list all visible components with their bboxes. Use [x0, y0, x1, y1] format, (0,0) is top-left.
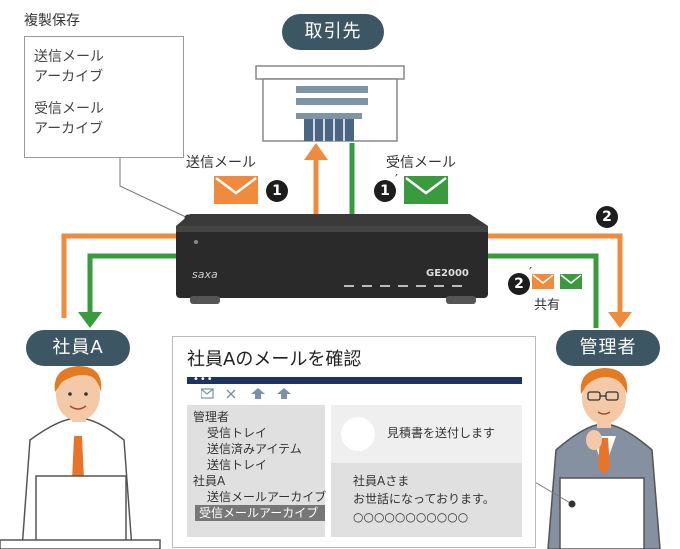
manager-illustration — [527, 368, 661, 549]
folder-pane: 管理者 受信トレイ 送信済みアイテム 送信トレイ 社員A 送信メールアーカイブ … — [187, 405, 327, 537]
archive-recv-label-2: アーカイブ — [34, 121, 104, 137]
message-subject: 見積書を送付します — [387, 426, 496, 440]
folder-employee-a[interactable]: 社員A — [193, 474, 226, 488]
step-1-prime-mark: ′ — [395, 173, 398, 188]
message-body-line-1: 社員Aさま — [353, 474, 410, 488]
step-1-prime-badge: 1 — [374, 180, 396, 202]
device-brand-label: saxa — [192, 268, 218, 281]
message-pane: 見積書を送付します 社員Aさま お世話になっております。 ○○○○○○○○○○○ — [331, 405, 522, 537]
window-dots: ••• — [193, 374, 214, 385]
message-body-line-2: お世話になっております。 — [353, 492, 495, 506]
archive-box — [24, 36, 184, 158]
orange-arrow-head-up — [304, 143, 328, 160]
folder-outbox[interactable]: 送信トレイ — [207, 458, 268, 472]
green-line-left — [87, 253, 180, 312]
step-1-badge: 1 — [266, 180, 288, 202]
sender-avatar — [341, 417, 375, 451]
archive-sent-label-1: 送信メール — [34, 49, 104, 65]
forward-icon[interactable] — [277, 388, 291, 399]
green-arrow-head-left — [78, 312, 102, 328]
archive-leader-line — [119, 157, 189, 219]
reply-icon[interactable] — [251, 388, 265, 399]
orange-line-right — [488, 233, 623, 312]
folder-inbox[interactable]: 受信トレイ — [207, 426, 268, 440]
step-2-badge: 2 — [596, 206, 618, 228]
device-model-label: GE2000 — [426, 268, 469, 279]
manager-pill: 管理者 — [556, 330, 660, 366]
recv-mail-label: 受信メール — [386, 155, 456, 171]
folder-sent-archive[interactable]: 送信メールアーカイブ — [207, 490, 327, 504]
sent-mail-label: 送信メール — [186, 155, 256, 171]
gateway-device — [176, 214, 488, 304]
mail-icon[interactable] — [201, 388, 214, 399]
shared-label: 共有 — [534, 298, 561, 313]
shared-orange-envelope-icon — [532, 274, 554, 289]
archive-title: 複製保存 — [24, 13, 80, 29]
message-header[interactable]: 見積書を送付します — [331, 405, 522, 463]
partner-pill: 取引先 — [282, 14, 384, 50]
employee-a-illustration — [0, 366, 161, 549]
delete-icon[interactable] — [226, 389, 236, 399]
folder-sent-items[interactable]: 送信済みアイテム — [207, 442, 302, 456]
mail-client-window: 社員Aのメールを確認 ••• 管理者 受信トレイ 送信済みアイテム 送信トレイ … — [172, 336, 536, 548]
orange-arrow-head-right — [608, 312, 632, 328]
shared-green-envelope-icon — [560, 274, 582, 289]
window-title-bar — [187, 377, 522, 384]
building-icon — [255, 65, 405, 142]
folder-manager[interactable]: 管理者 — [193, 410, 230, 424]
sent-envelope-icon — [214, 176, 258, 204]
toolbar-icons — [201, 388, 291, 399]
message-body-line-3: ○○○○○○○○○○○ — [353, 510, 469, 524]
window-title: 社員Aのメールを確認 — [187, 349, 362, 370]
step-2-prime-badge: 2 — [508, 273, 530, 295]
step-2-prime-mark: ′ — [529, 266, 532, 281]
employee-a-pill: 社員A — [26, 330, 130, 366]
archive-sent-label-2: アーカイブ — [34, 69, 104, 85]
green-line-right — [488, 253, 599, 328]
folder-recv-archive-selected[interactable]: 受信メールアーカイブ — [195, 505, 325, 521]
archive-recv-label-1: 受信メール — [34, 101, 104, 117]
orange-line-left — [61, 233, 180, 318]
recv-envelope-icon — [404, 176, 448, 204]
